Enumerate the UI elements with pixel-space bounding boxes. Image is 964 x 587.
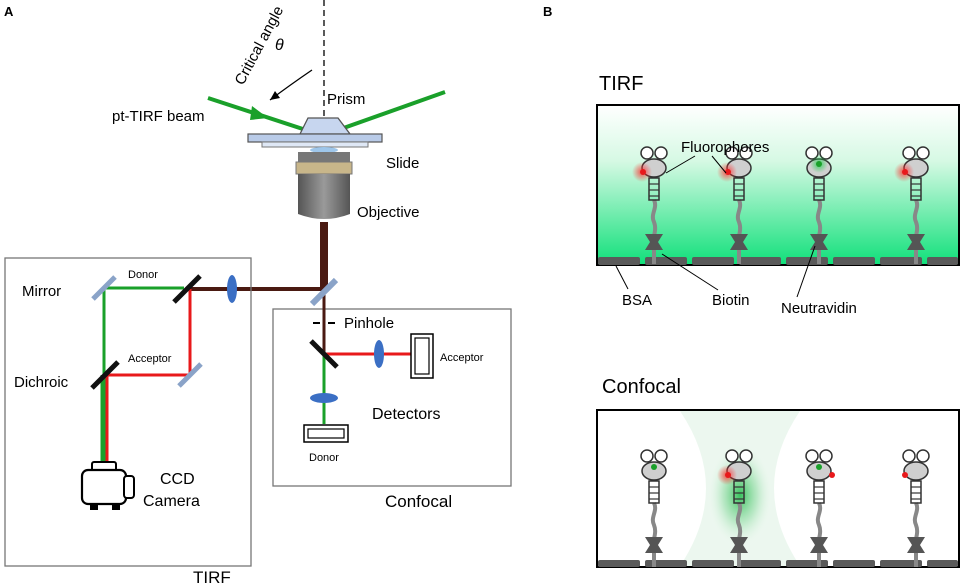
slide: [247, 133, 383, 143]
neutravidin-pointer: [796, 245, 816, 298]
tirf-donor-label: Donor: [128, 269, 158, 281]
bsa-label: BSA: [622, 292, 652, 309]
ccd-label: CCD: [160, 471, 195, 488]
bsa-pointer: [615, 265, 629, 290]
tirf-box-title: TIRF: [193, 568, 231, 587]
angle-arrow-head: [270, 91, 280, 100]
tirf-box: [4, 257, 252, 567]
ccd-camera-icon: [80, 461, 135, 510]
mirror-label: Mirror: [22, 283, 61, 300]
confocal-dichroic: [309, 339, 339, 369]
neutravidin-label: Neutravidin: [781, 300, 857, 317]
biotin-label: Biotin: [712, 292, 750, 309]
confocal-donor-label: Donor: [309, 452, 339, 464]
dichroic-label: Dichroic: [14, 374, 69, 391]
confocal-box-title: Confocal: [385, 492, 452, 511]
fluorophores-pointer-1: [665, 155, 696, 174]
confocal-acceptor-label: Acceptor: [440, 352, 484, 364]
reflected-beam: [337, 90, 446, 132]
confocal-molecule-2: [717, 448, 754, 569]
tirf-dichroic-top: [172, 274, 202, 304]
slide-lower: [261, 141, 369, 148]
tirf-dichroic-bottom: [90, 360, 120, 390]
camera-label: Camera: [143, 493, 200, 510]
confocal-molecule-3: [804, 448, 835, 569]
tirf-panel-title: TIRF: [599, 73, 643, 95]
beam-label: pt-TIRF beam: [112, 108, 205, 125]
objective-body: [298, 174, 350, 219]
tirf-molecule-2: [717, 145, 754, 266]
oil-drop: [310, 147, 338, 153]
detectors-label: Detectors: [372, 406, 440, 423]
slide-label: Slide: [386, 155, 419, 172]
objective-label: Objective: [357, 204, 420, 221]
pinhole-label: Pinhole: [344, 315, 394, 332]
fluorophores-pointer-2: [711, 155, 727, 174]
biotin-pointer: [661, 253, 719, 291]
panel-a-letter: A: [4, 4, 14, 19]
tirf-molecule-4: [894, 145, 931, 266]
tirf-mirror-2: [177, 362, 203, 388]
emission-vertical: [320, 222, 328, 288]
acceptor-detector-inner: [414, 337, 430, 375]
flip-mirror: [309, 277, 339, 307]
tirf-mirror: [91, 275, 117, 301]
confocal-box: [272, 308, 512, 487]
confocal-donor-lens: [310, 393, 338, 403]
theta-label: θ: [275, 37, 284, 54]
tirf-lens: [227, 275, 237, 303]
tirf-molecule-1: [632, 145, 669, 266]
prism-label: Prism: [327, 91, 365, 108]
fluorophores-label: Fluorophores: [681, 139, 769, 156]
confocal-panel-title: Confocal: [602, 376, 681, 398]
prism: [298, 117, 352, 135]
confocal-molecule-4: [901, 448, 931, 569]
confocal-molecule-1: [639, 448, 669, 569]
tirf-molecule-3: [804, 145, 834, 266]
donor-detector-inner: [307, 428, 345, 439]
panel-b-letter: B: [543, 4, 552, 19]
tirf-acceptor-label: Acceptor: [128, 353, 172, 365]
incident-beam-arrow: [250, 106, 268, 120]
objective-ring: [295, 161, 353, 175]
confocal-acceptor-lens: [374, 340, 384, 368]
objective-tip: [298, 152, 350, 162]
